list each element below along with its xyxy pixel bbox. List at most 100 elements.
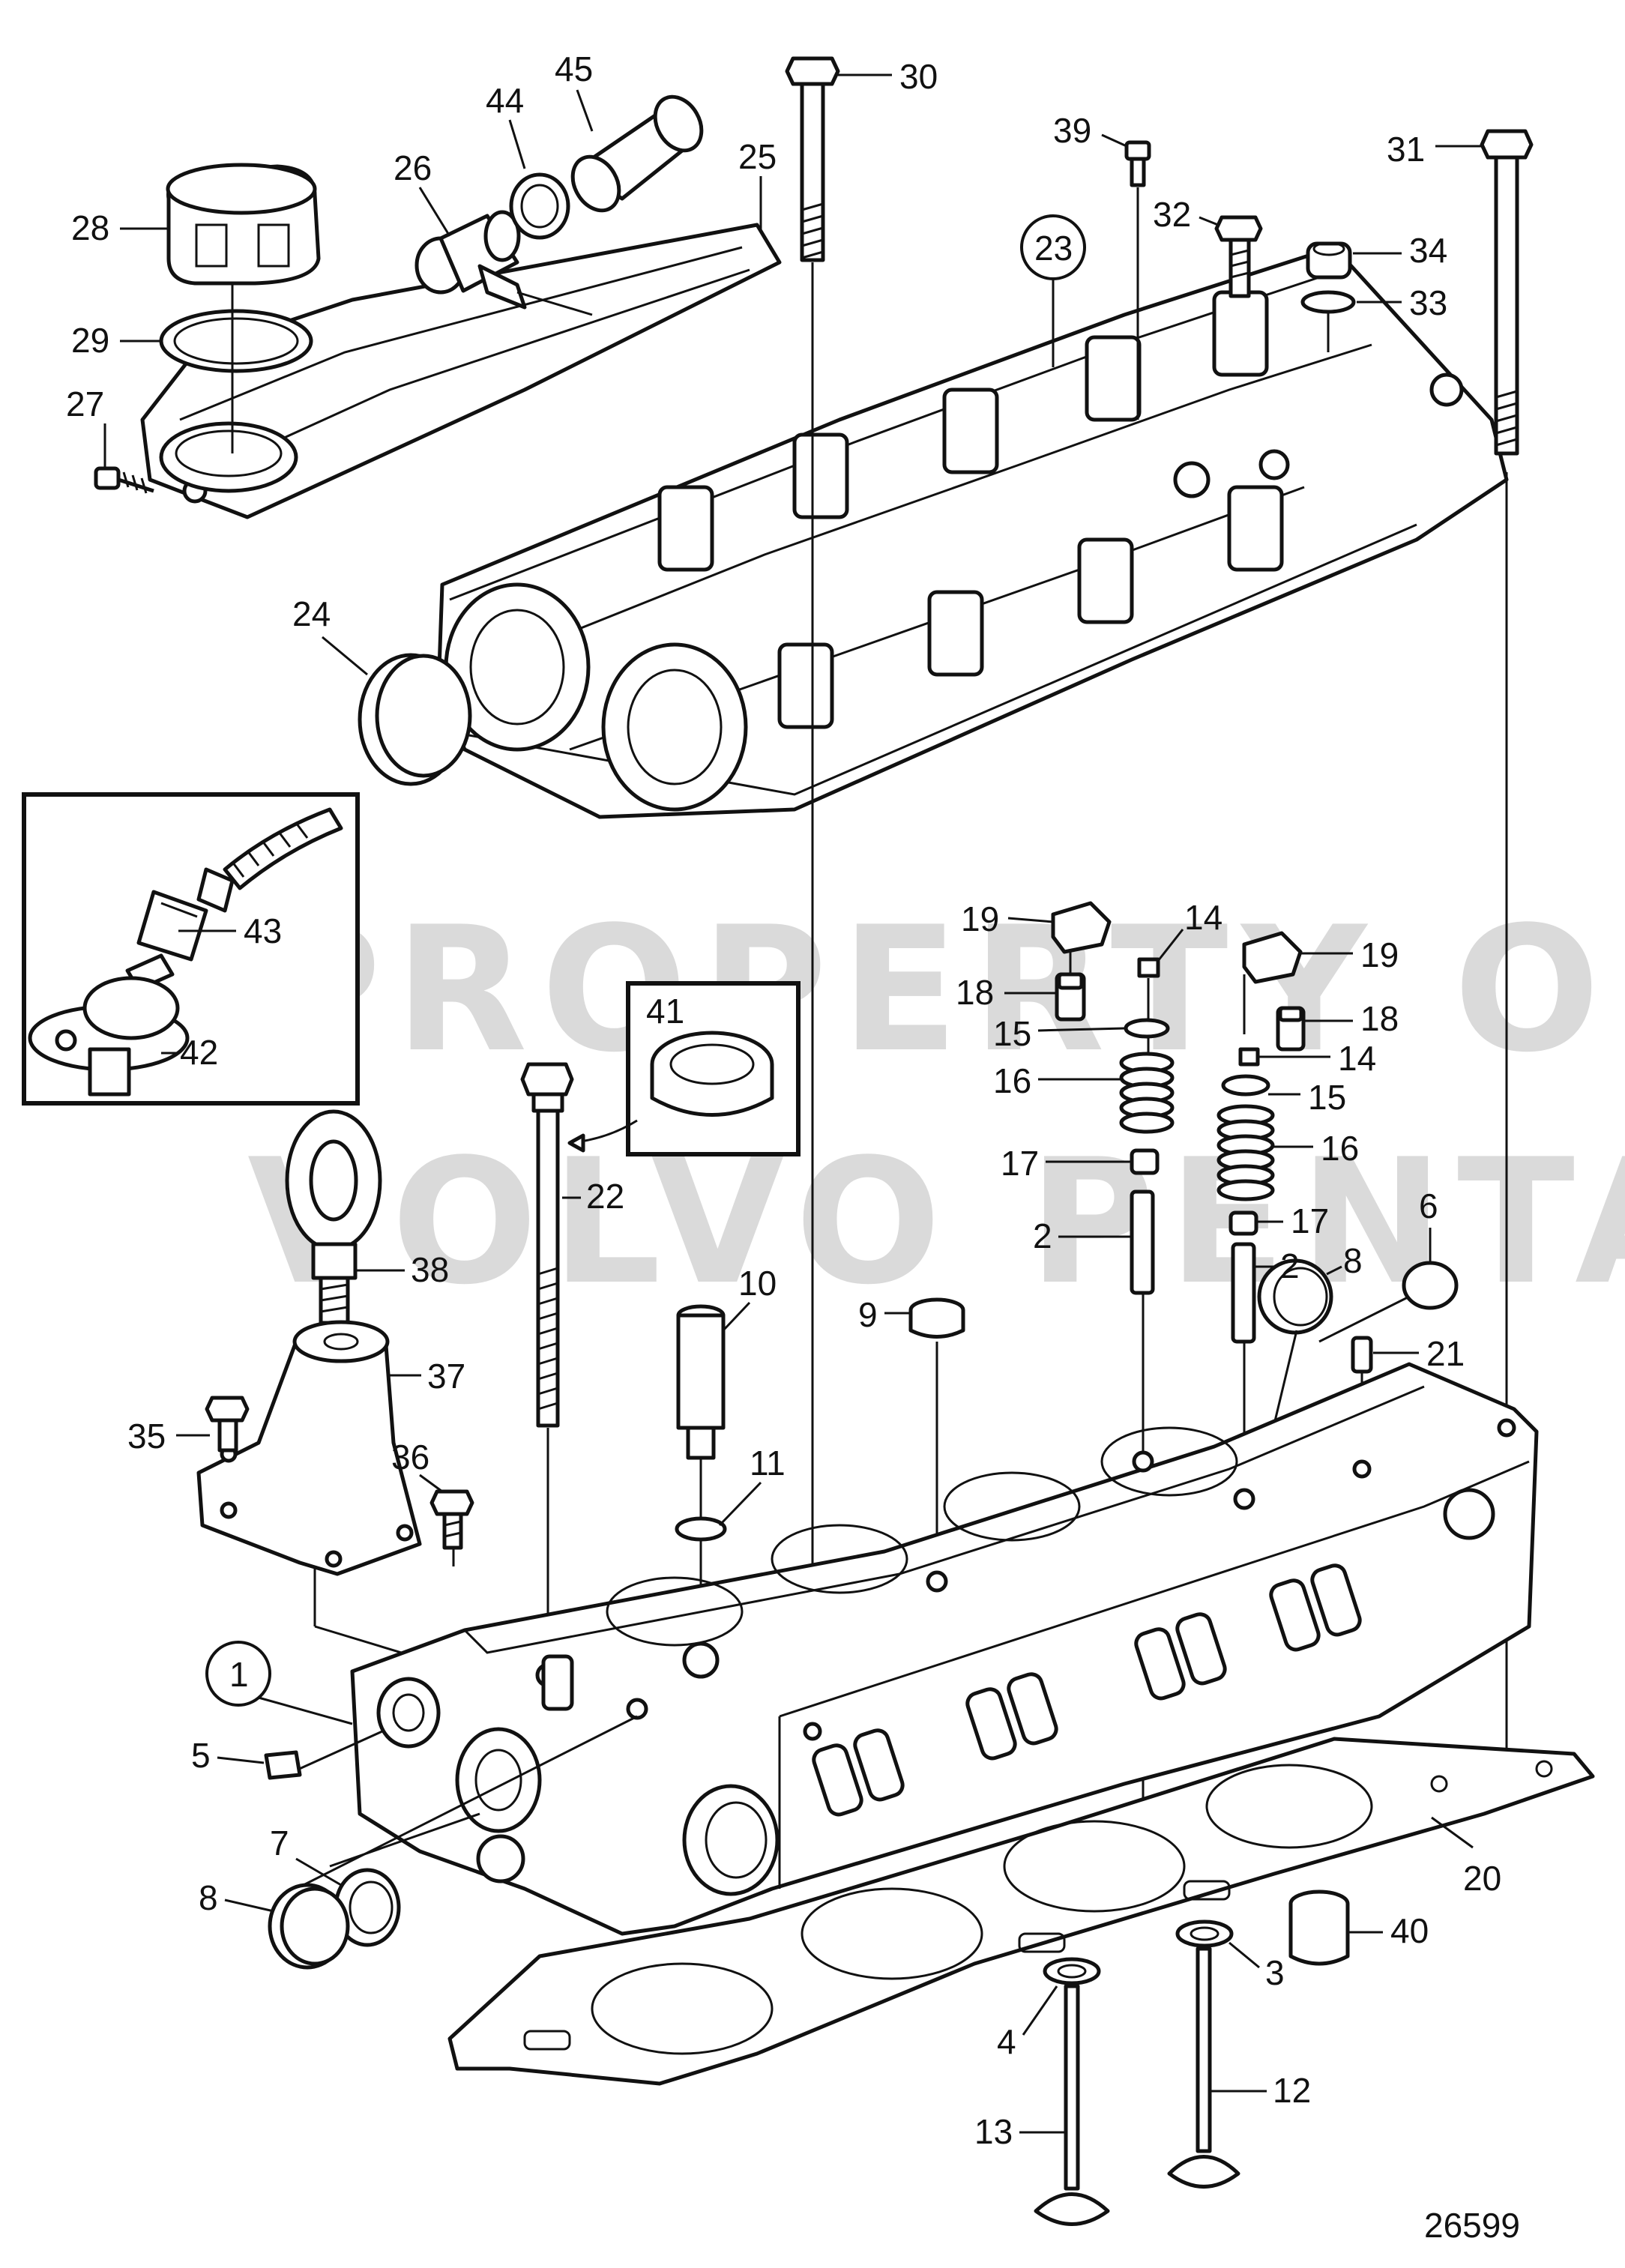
callout-35: 35 — [127, 1417, 166, 1456]
spring-retainer-15a — [1124, 1018, 1170, 1039]
oil-cap-o-ring-inner — [173, 317, 299, 365]
watermark-line-2: VOLVO PENTA — [247, 1123, 1625, 1323]
callout-12: 12 — [1273, 2071, 1311, 2110]
valve-guide-2b — [1231, 1242, 1256, 1344]
watermark: PROPERTY OF VOLVO PENTA — [247, 890, 1625, 1323]
small-bolt-39 — [1124, 140, 1151, 187]
cylinder-head — [350, 1362, 1539, 1936]
spring-retainer-15b — [1221, 1074, 1270, 1097]
washer-33 — [1300, 290, 1356, 314]
callout-8b: 8 — [1343, 1241, 1363, 1280]
callout-44: 44 — [486, 81, 524, 120]
oil-filler-neck — [159, 421, 298, 493]
callout-43: 43 — [244, 911, 282, 950]
callout-14a: 14 — [1184, 898, 1222, 937]
valve-collet-14a — [1137, 957, 1160, 978]
oil-filler-neck-inner — [175, 429, 283, 477]
valve-seat-4 — [1043, 1957, 1101, 1985]
callout-19b: 19 — [1360, 935, 1399, 974]
valve-stem-seal-17b — [1228, 1210, 1258, 1236]
valve-stem-seal-17a — [1130, 1148, 1160, 1175]
bolt-35 — [205, 1396, 250, 1453]
valve-spring-16a — [1119, 1052, 1175, 1134]
plug-5 — [264, 1750, 302, 1780]
sensor-connector-43 — [136, 890, 208, 962]
callout-2a: 2 — [1033, 1216, 1052, 1255]
callout-40: 40 — [1390, 1911, 1429, 1950]
callout-15b: 15 — [1308, 1078, 1346, 1117]
lifting-bracket-37 — [196, 1320, 422, 1576]
callout-16b: 16 — [1321, 1129, 1359, 1168]
callout-28: 28 — [71, 208, 109, 247]
plug-6 — [1402, 1261, 1459, 1310]
valve-13 — [1034, 1984, 1110, 2226]
callout-22: 22 — [586, 1177, 624, 1216]
callout-23: 23 — [1034, 229, 1073, 268]
dowel-pin-21 — [1351, 1336, 1373, 1374]
valve-collet-14b — [1238, 1047, 1260, 1067]
callout-19a: 19 — [961, 899, 999, 938]
callout-18b: 18 — [1360, 999, 1399, 1038]
valve-guide-2a — [1130, 1189, 1155, 1295]
callout-45: 45 — [555, 49, 593, 88]
lifting-eye-38 — [285, 1109, 382, 1325]
callout-39: 39 — [1053, 111, 1091, 150]
plug-40 — [1288, 1890, 1350, 1966]
valve-12 — [1167, 1946, 1240, 2189]
hydraulic-lifter-18b — [1276, 1006, 1306, 1052]
valve-spring-16b — [1217, 1104, 1275, 1201]
bolt-32 — [1214, 215, 1263, 298]
callout-42: 42 — [180, 1033, 218, 1072]
callout-17b: 17 — [1291, 1201, 1329, 1240]
callout-1: 1 — [229, 1655, 249, 1694]
sensor-inset — [22, 792, 360, 1106]
callout-24: 24 — [292, 594, 331, 633]
oil-cap-o-ring — [159, 309, 313, 373]
callout-30: 30 — [899, 57, 938, 96]
long-bolt-30 — [785, 56, 840, 262]
callout-26: 26 — [394, 148, 432, 187]
callout-3: 3 — [1265, 1953, 1285, 1992]
callout-32: 32 — [1153, 195, 1191, 234]
plug-9 — [908, 1297, 965, 1339]
callout-11: 11 — [750, 1444, 786, 1483]
callout-16a: 16 — [993, 1061, 1031, 1100]
breather-elbow-26 — [414, 210, 527, 310]
callout-4: 4 — [997, 2022, 1016, 2061]
callout-31: 31 — [1387, 130, 1425, 169]
figure-number: 26599 — [1424, 2206, 1520, 2245]
callout-33: 33 — [1409, 283, 1447, 322]
rocker-arm-19b — [1242, 931, 1303, 984]
inset-41 — [626, 981, 801, 1156]
cam-seal-24 — [358, 653, 472, 786]
callout-25: 25 — [738, 137, 777, 176]
callout-13: 13 — [974, 2112, 1013, 2151]
bolt-36 — [429, 1489, 474, 1550]
callout-27: 27 — [66, 384, 104, 423]
callout-20: 20 — [1463, 1859, 1501, 1898]
callout-21: 21 — [1426, 1334, 1465, 1373]
callout-36: 36 — [391, 1438, 429, 1477]
callouts: 45 44 26 25 28 29 27 30 39 31 32 34 — [66, 49, 1501, 2151]
callout-34: 34 — [1409, 231, 1447, 270]
callout-14b: 14 — [1338, 1039, 1376, 1078]
long-bolt-31 — [1480, 129, 1534, 456]
watermark-line-1: PROPERTY OF — [255, 890, 1625, 1091]
callout-41: 41 — [646, 992, 684, 1031]
cup-plug-8a — [268, 1883, 350, 1970]
valve-cover-housing — [436, 245, 1509, 819]
callout-2b: 2 — [1280, 1246, 1300, 1285]
breather-hose-45 — [570, 94, 704, 213]
o-ring-11 — [675, 1516, 727, 1542]
callout-37: 37 — [427, 1357, 465, 1396]
callout-18a: 18 — [956, 973, 994, 1012]
injector-sleeve-10 — [676, 1304, 726, 1460]
callout-10: 10 — [738, 1264, 777, 1303]
head-gasket-20 — [447, 1737, 1595, 2086]
hydraulic-lifter-18a — [1055, 972, 1086, 1022]
hose-clamp-44 — [509, 172, 570, 240]
seal-7 — [334, 1868, 401, 1947]
valve-seat-3 — [1175, 1919, 1234, 1948]
callout-6: 6 — [1419, 1186, 1438, 1225]
